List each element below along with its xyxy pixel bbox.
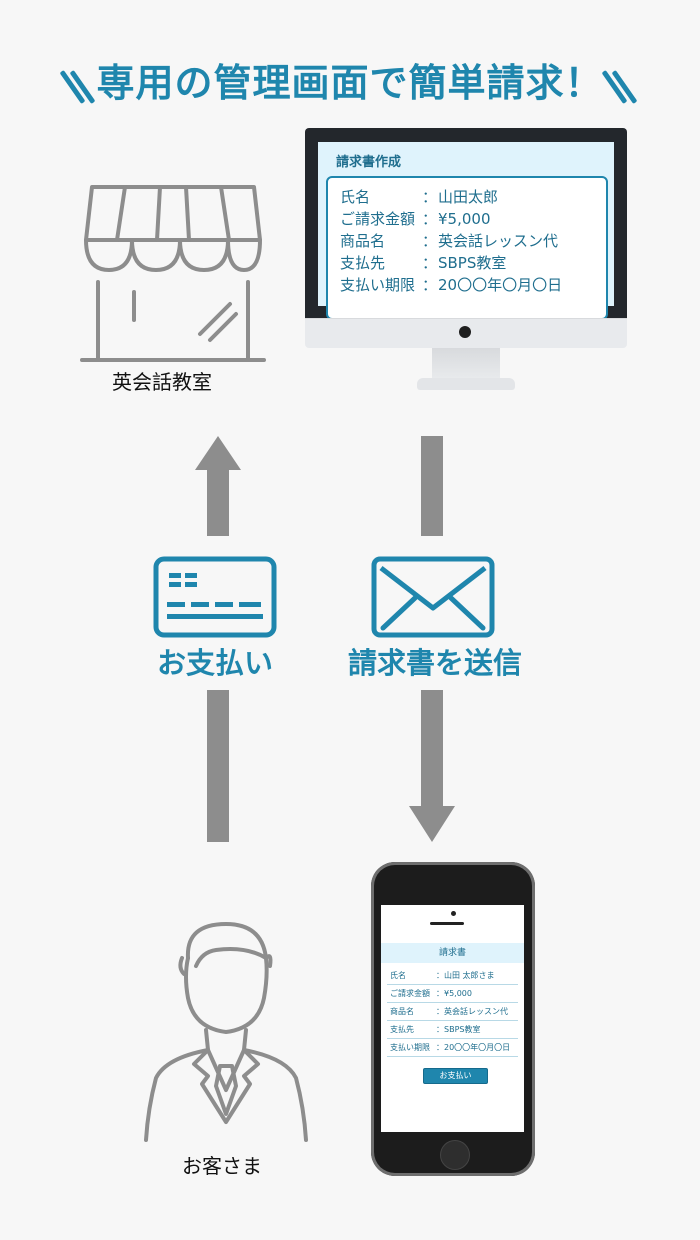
store-icon (80, 185, 266, 362)
payment-flow-bar (207, 690, 229, 842)
phone-invoice-row: 氏名：山田 太郎さま (387, 967, 518, 985)
page-title: 専用の管理画面で簡単請求！ (96, 61, 604, 105)
phone-screen: 請求書 氏名：山田 太郎さま ご請求金額：¥5,000 商品名：英会話レッスン代… (381, 905, 524, 1132)
invoice-form: 氏名：山田太郎 ご請求金額：¥5,000 商品名：英会話レッスン代 支払先：SB… (326, 176, 608, 320)
monitor-stand-base (417, 378, 515, 390)
store-label: 英会話教室 (112, 370, 212, 394)
phone-screen-title: 請求書 (381, 943, 524, 963)
phone-invoice-row: 支払先：SBPS教室 (387, 1021, 518, 1039)
invoice-row: 商品名：英会話レッスン代 (340, 232, 559, 250)
envelope-icon (371, 556, 495, 638)
send-invoice-label: 請求書を送信 (347, 646, 522, 680)
pay-button[interactable]: お支払い (423, 1068, 488, 1084)
credit-card-icon (153, 556, 277, 638)
arrow-up-icon (195, 436, 241, 536)
arrow-down-icon (409, 690, 455, 842)
phone-invoice-row: ご請求金額：¥5,000 (387, 985, 518, 1003)
phone-camera (451, 911, 456, 916)
title-right-slashes (601, 68, 638, 104)
payment-label: お支払い (156, 646, 273, 680)
monitor-screen-title: 請求書作成 (336, 155, 402, 170)
phone-invoice-row: 商品名：英会話レッスン代 (387, 1003, 518, 1021)
send-flow-bar (421, 436, 443, 536)
monitor-power-dot (459, 326, 471, 338)
phone-invoice-row: 支払い期限：20〇〇年〇月〇日 (387, 1039, 518, 1057)
customer-label: お客さま (182, 1154, 262, 1178)
monitor-screen: 請求書作成 氏名：山田太郎 ご請求金額：¥5,000 商品名：英会話レッスン代 … (318, 142, 614, 320)
phone-speaker (430, 922, 464, 925)
invoice-row: 支払先：SBPS教室 (340, 254, 507, 272)
invoice-row: 氏名：山田太郎 (340, 188, 499, 206)
invoice-row: 支払い期限：20〇〇年〇月〇日 (340, 276, 563, 294)
customer-icon (144, 922, 308, 1142)
invoice-row: ご請求金額：¥5,000 (340, 210, 491, 228)
phone-home-button[interactable] (440, 1140, 470, 1170)
